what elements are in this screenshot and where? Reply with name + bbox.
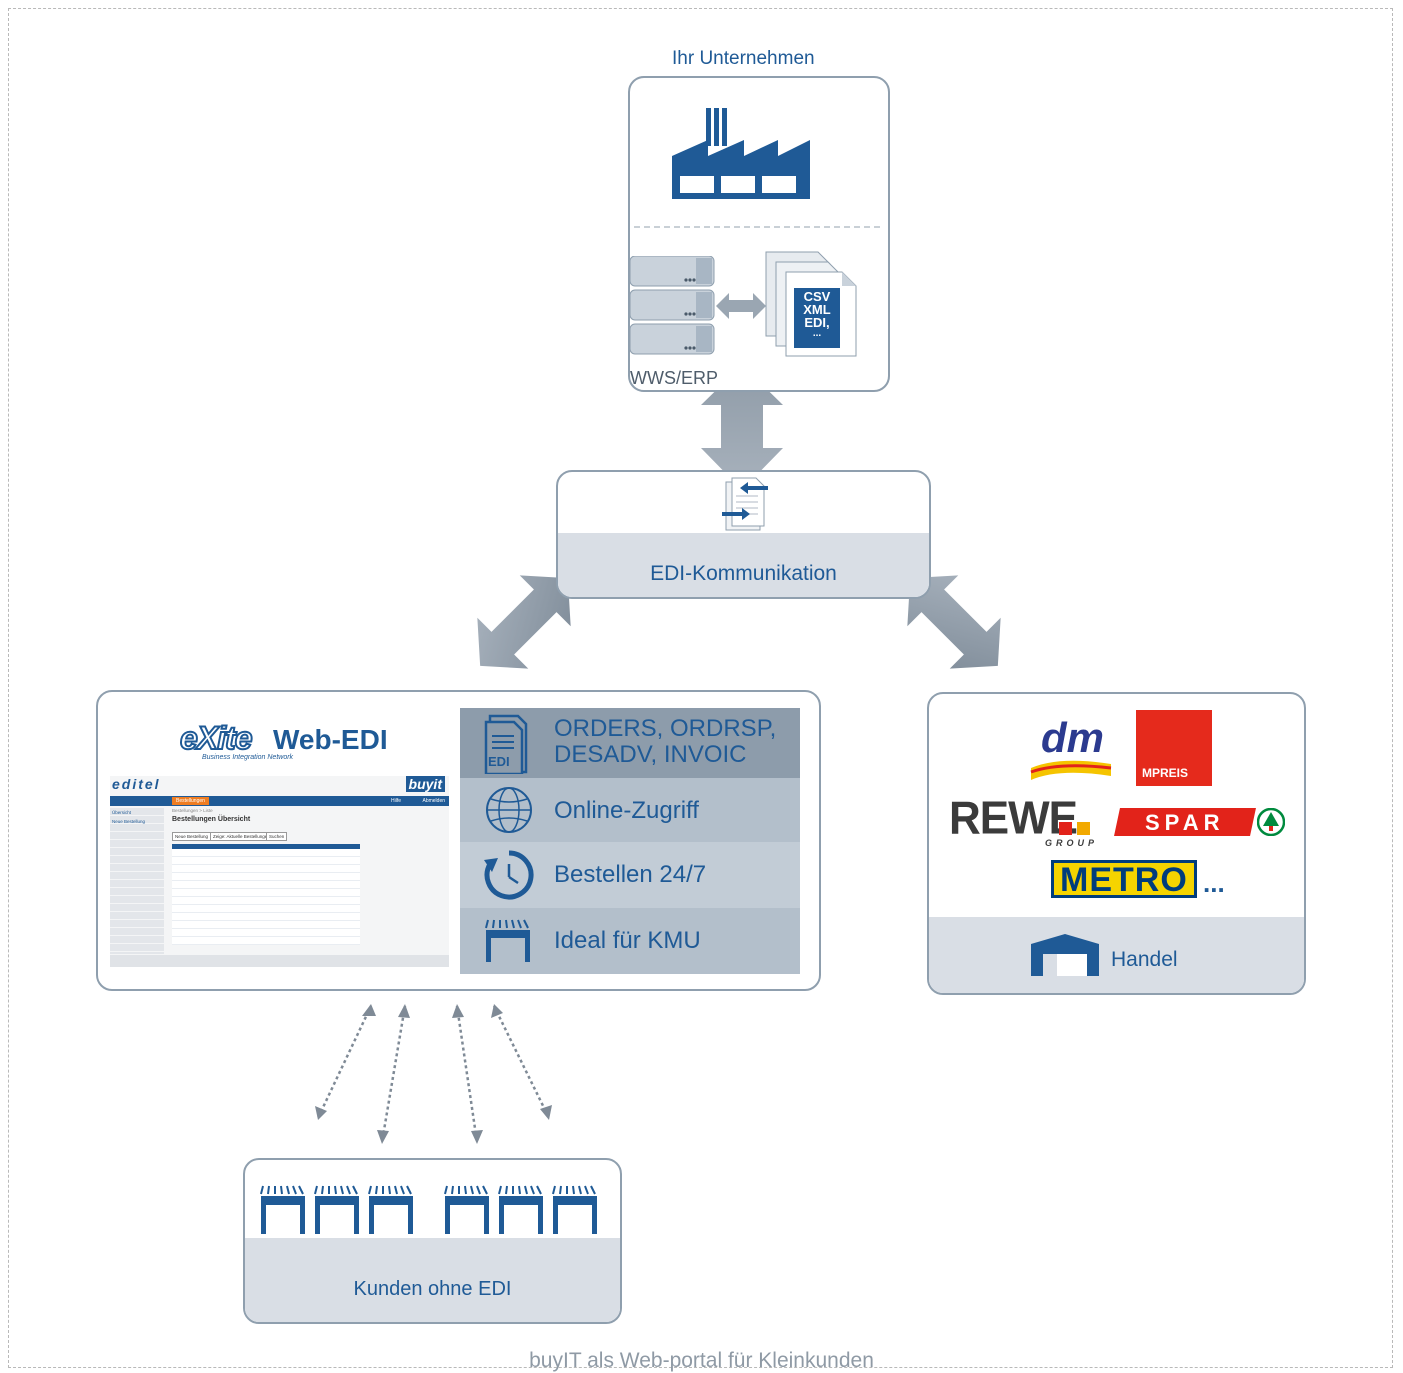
editel-logo: editel: [112, 776, 161, 792]
clock-icon: [484, 850, 534, 900]
rewe-logo: REWE GROUP: [949, 792, 1099, 848]
screenshot-nav-bar: [110, 796, 449, 806]
feature-order-247: Bestellen 24/7: [460, 842, 800, 908]
feature-online-access-label: Online-Zugriff: [554, 797, 699, 824]
feature-edi-messages-line1: ORDERS, ORDRSP,: [554, 715, 777, 742]
dm-logo: dm: [1029, 714, 1113, 780]
shop-icon: [485, 919, 530, 962]
arrow-company-edi: [701, 365, 783, 490]
screenshot-sidebar: Übersicht Neue Bestellung: [110, 808, 164, 954]
handel-label: Handel: [1111, 948, 1178, 971]
screenshot-nav-help[interactable]: Hilfe: [390, 798, 401, 804]
feature-edi-messages-line2: DESADV, INVOIC: [554, 741, 747, 768]
more-retailers: ...: [1203, 868, 1225, 898]
spar-tree-icon: [1257, 808, 1285, 836]
server-icon: [630, 256, 715, 355]
warehouse-icon: [1031, 934, 1099, 976]
handel-box: dm MPREIS REWE GROUP SPAR METRO ... Hand…: [927, 692, 1306, 995]
format-list: CSV XML EDI, ...: [803, 289, 831, 339]
exite-logo: eXite: [179, 719, 254, 757]
web-edi-features: EDI ORDERS, ORDRSP, DESADV, INVOIC Onlin…: [460, 708, 800, 974]
exite-tagline: Business Integration Network: [202, 754, 294, 761]
feature-edi-messages: EDI ORDERS, ORDRSP, DESADV, INVOIC: [460, 708, 800, 778]
svg-text:EDI: EDI: [488, 754, 510, 769]
screenshot-filter-select[interactable]: Zeige: Aktuelle Bestellungen: [210, 832, 273, 841]
kunden-label: Kunden ohne EDI: [353, 1278, 512, 1300]
company-box: CSV XML EDI, ... WWS/ERP: [628, 76, 890, 392]
screenshot-sidebar-item-overview[interactable]: Übersicht: [112, 810, 132, 815]
company-title: Ihr Unternehmen: [672, 48, 815, 69]
edi-communication-label: EDI-Kommunikation: [650, 562, 837, 585]
sync-arrow-icon: [716, 293, 766, 319]
screenshot-table: [172, 844, 360, 945]
screenshot-breadcrumb: Bestellungen > Liste: [172, 808, 213, 813]
screenshot-sidebar-item-new-order[interactable]: Neue Bestellung: [112, 819, 146, 824]
screenshot-footer-bar: [110, 955, 449, 967]
buyit-logo: buyit: [405, 776, 445, 792]
spar-logo: SPAR: [1114, 808, 1287, 836]
screenshot-nav-logout[interactable]: Abmelden: [422, 798, 445, 804]
arrow-edi-handel: [907, 575, 1001, 669]
web-edi-title: Web-EDI: [273, 724, 388, 755]
web-edi-screenshot: editel buyit Bestellungen Hilfe Abmelden…: [110, 776, 449, 967]
screenshot-search-button[interactable]: Suchen: [266, 832, 288, 841]
feature-ideal-kmu-label: Ideal für KMU: [554, 927, 701, 954]
feature-order-247-label: Bestellen 24/7: [554, 861, 707, 888]
customer-arrows: [316, 1005, 551, 1143]
globe-icon: [486, 787, 532, 833]
edi-communication-box: EDI-Kommunikation: [556, 470, 931, 599]
feature-ideal-kmu: Ideal für KMU: [460, 908, 800, 974]
screenshot-nav-button[interactable]: Bestellungen: [172, 797, 209, 805]
mpreis-logo: MPREIS: [1136, 710, 1212, 786]
metro-logo: METRO: [1051, 860, 1197, 899]
footer-caption: buyIT als Web-portal für Kleinkunden: [529, 1349, 874, 1372]
feature-online-access: Online-Zugriff: [460, 778, 800, 842]
erp-label: WWS/ERP: [630, 368, 718, 388]
arrow-edi-webedi: [477, 575, 571, 669]
document-exchange-icon: [722, 477, 768, 531]
shop-icons-row: [260, 1185, 598, 1235]
factory-icon: [672, 108, 810, 199]
screenshot-heading: Bestellungen Übersicht: [172, 816, 251, 823]
documents-icon: [765, 251, 857, 357]
edi-document-icon: EDI: [484, 714, 528, 774]
screenshot-new-button[interactable]: Neue Bestellung: [172, 832, 212, 841]
kunden-box: Kunden ohne EDI: [243, 1158, 622, 1324]
web-edi-box: eXite Business Integration Network Web-E…: [96, 690, 821, 991]
